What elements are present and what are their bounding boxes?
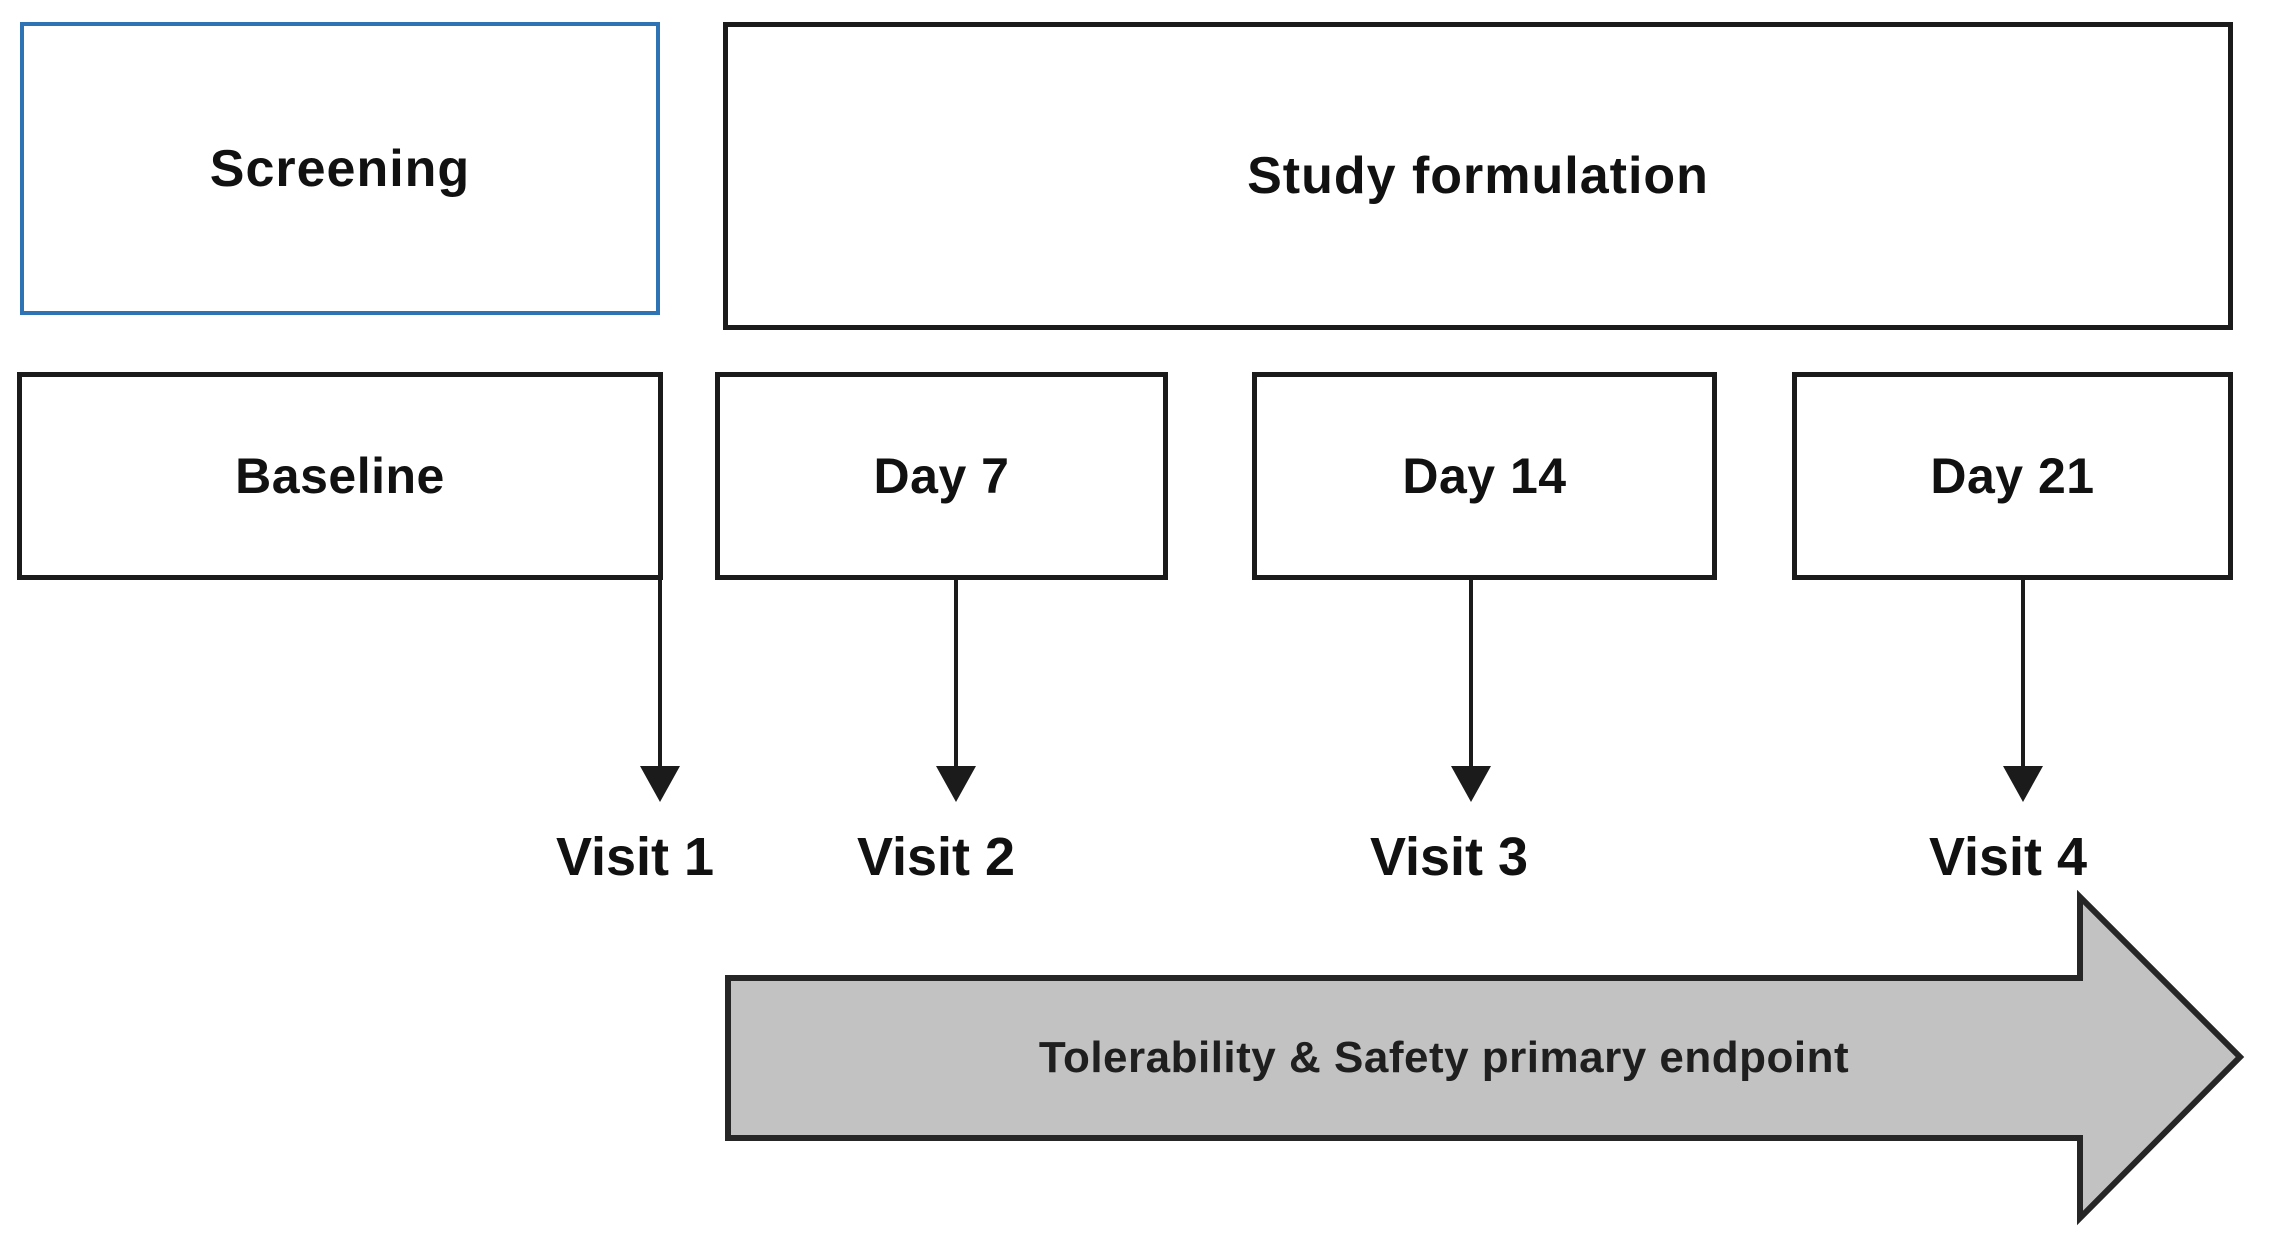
visit-4-arrow-shaft — [2021, 578, 2025, 768]
study-formulation-phase-box: Study formulation — [723, 22, 2233, 330]
baseline-timepoint-box: Baseline — [17, 372, 663, 580]
visit-1-arrow-shaft — [658, 578, 662, 768]
day14-timepoint-box: Day 14 — [1252, 372, 1717, 580]
visit-1-arrowhead-icon — [640, 766, 680, 802]
visit-3-arrowhead-icon — [1451, 766, 1491, 802]
day7-timepoint-label: Day 7 — [873, 448, 1010, 504]
visit-2-arrow-shaft — [954, 578, 958, 768]
study-formulation-phase-label: Study formulation — [1247, 147, 1709, 205]
day21-timepoint-box: Day 21 — [1792, 372, 2233, 580]
visit-1-label: Visit 1 — [555, 827, 715, 887]
visit-3-arrow-shaft — [1469, 578, 1473, 768]
visit-3-label: Visit 3 — [1369, 827, 1529, 887]
screening-phase-box: Screening — [20, 22, 660, 315]
visit-2-label: Visit 2 — [856, 827, 1016, 887]
baseline-timepoint-label: Baseline — [235, 448, 445, 504]
visit-4-label: Visit 4 — [1928, 827, 2088, 887]
day14-timepoint-label: Day 14 — [1402, 448, 1567, 504]
day7-timepoint-box: Day 7 — [715, 372, 1168, 580]
endpoint-arrow — [725, 890, 2245, 1226]
endpoint-arrow-label: Tolerability & Safety primary endpoint — [1038, 1033, 1850, 1082]
visit-4-arrowhead-icon — [2003, 766, 2043, 802]
screening-phase-label: Screening — [209, 139, 471, 198]
visit-2-arrowhead-icon — [936, 766, 976, 802]
endpoint-arrow-shape — [725, 890, 2245, 1226]
day21-timepoint-label: Day 21 — [1930, 448, 2095, 504]
